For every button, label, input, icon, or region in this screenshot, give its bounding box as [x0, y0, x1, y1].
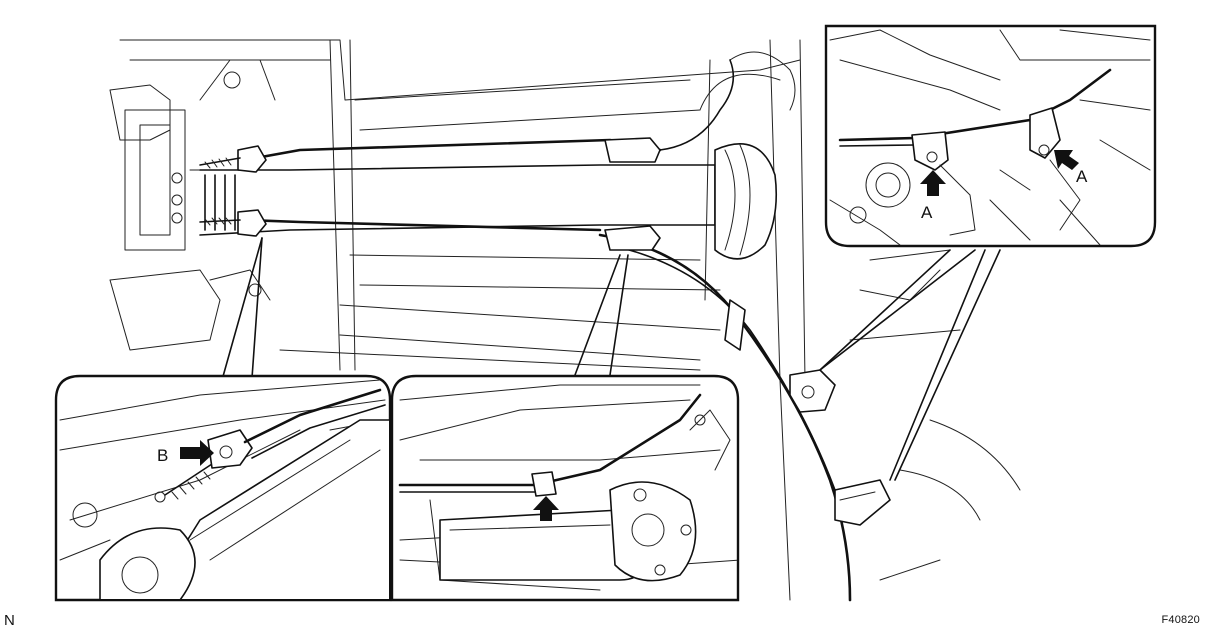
figure-code: F40820 [1161, 614, 1200, 626]
driveshaft-tube [199, 143, 778, 260]
inset-cable-clamp-detail [390, 374, 740, 602]
callout-a-right-label: A [1076, 167, 1088, 186]
parking-brake-cable-lower [243, 218, 852, 602]
cable-clamp [531, 471, 557, 497]
arrow-a-left-icon [920, 170, 946, 196]
inset-bracket-detail: A A [824, 24, 1157, 248]
cable-equalizer [199, 145, 267, 237]
callout-leaders [221, 237, 1001, 481]
lower-cable-grommet [604, 225, 661, 251]
corner-mark: N [4, 612, 15, 629]
arrow-a-right-icon [1054, 150, 1079, 170]
callout-b-label: B [157, 446, 168, 465]
upper-cable-grommet [604, 137, 661, 163]
arrow-up-icon [533, 496, 559, 521]
parking-brake-cable-upper [243, 59, 735, 163]
callout-a-left-label: A [921, 203, 933, 222]
inset-equalizer-detail: B [54, 374, 392, 602]
cable-bracket-rear [789, 369, 891, 526]
arrow-b-icon [180, 440, 214, 466]
